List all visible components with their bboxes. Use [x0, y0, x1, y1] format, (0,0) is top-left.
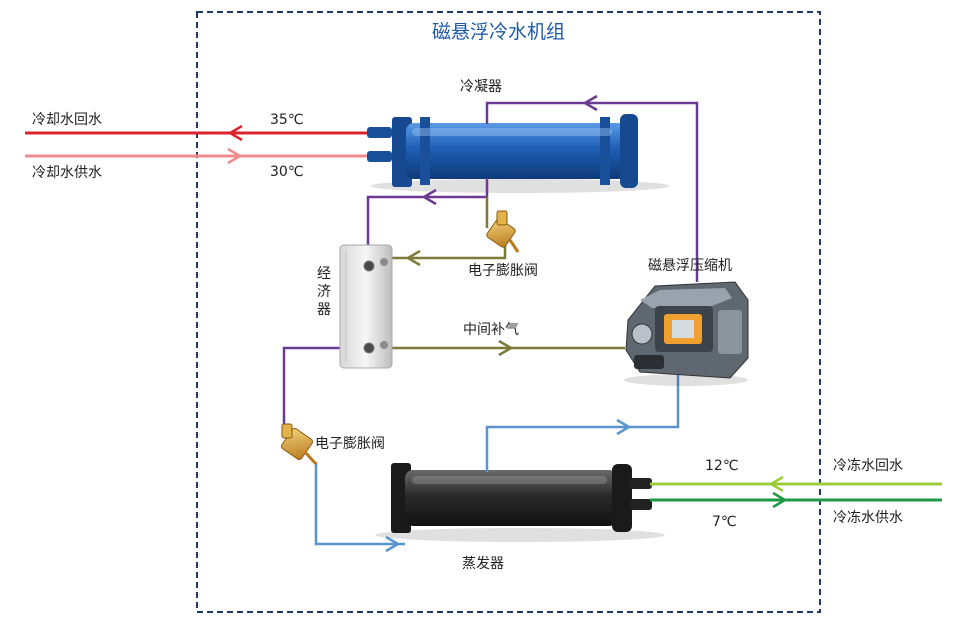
- liquid-line-top: [366, 178, 489, 265]
- chilled-return-line: [650, 475, 942, 493]
- eev-bottom-label: 电子膨胀阀: [315, 436, 385, 452]
- temp-35-label: 35℃: [270, 112, 304, 128]
- chiller-frame: [196, 11, 821, 613]
- evaporator-inlet-line: [314, 462, 405, 553]
- chilled-return-label: 冷冻水回水: [833, 458, 903, 474]
- suction-line: [485, 372, 680, 472]
- cooling-supply-label: 冷却水供水: [32, 165, 102, 181]
- eev-top-icon: [486, 210, 520, 253]
- condenser-label: 冷凝器: [460, 79, 502, 95]
- cooling-supply-line: [25, 147, 370, 165]
- vapor-injection-line: [375, 339, 625, 357]
- economizer: [339, 244, 393, 369]
- vapor-injection-label: 中间补气: [463, 322, 519, 338]
- cooling-return-label: 冷却水回水: [32, 112, 102, 128]
- compressor-icon: [624, 281, 749, 386]
- evaporator-label: 蒸发器: [462, 556, 504, 572]
- eev-top-label: 电子膨胀阀: [468, 263, 538, 279]
- compressor-label: 磁悬浮压缩机: [648, 258, 732, 274]
- evaporator: [375, 463, 665, 542]
- economizer-label: 经济器: [317, 266, 331, 318]
- chilled-supply-label: 冷冻水供水: [833, 510, 903, 526]
- chilled-supply-line: [650, 491, 942, 509]
- cooling-return-line: [25, 124, 370, 142]
- eev-bottom-icon: [280, 423, 318, 466]
- discharge-line: [485, 94, 699, 282]
- condenser: [367, 114, 670, 193]
- temp-7-label: 7℃: [712, 514, 737, 530]
- diagram-title: 磁悬浮冷水机组: [432, 21, 566, 43]
- eev-branch-line: [375, 197, 507, 267]
- temp-30-label: 30℃: [270, 164, 304, 180]
- temp-12-label: 12℃: [705, 458, 739, 474]
